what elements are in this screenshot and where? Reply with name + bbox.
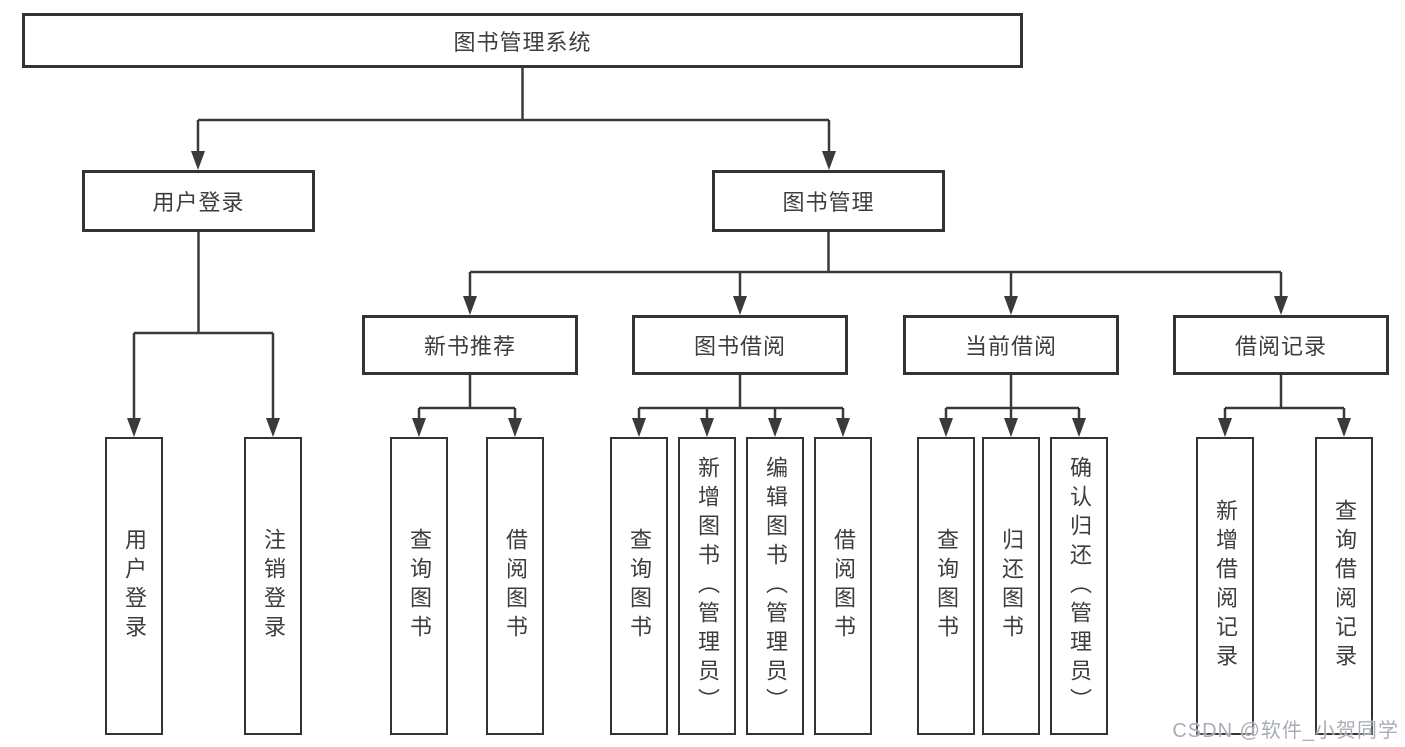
connector-user-login-to-leaves	[127, 232, 280, 437]
leaf-label: 查询借阅记录	[1332, 499, 1357, 673]
connector-book-borrow-to-leaves	[632, 375, 850, 437]
node-cb-return-book: 归还图书	[982, 437, 1040, 735]
node-book-borrow: 图书借阅	[632, 315, 848, 375]
leaf-label: 新增借阅记录	[1213, 499, 1238, 673]
leaf-label: 归还图书	[999, 528, 1024, 644]
leaf-label: 借阅图书	[503, 528, 528, 644]
node-cb-query-book: 查询图书	[917, 437, 975, 735]
node-user-login-action: 用户登录	[105, 437, 163, 735]
leaf-label: 新增图书（管理员）	[695, 455, 720, 717]
csdn-watermark: CSDN @软件_小贺同学	[1172, 720, 1399, 742]
node-nbr-query-book: 查询图书	[390, 437, 448, 735]
node-bb-query-book: 查询图书	[610, 437, 668, 735]
node-br-add-record: 新增借阅记录	[1196, 437, 1254, 735]
connector-book-management-to-level3	[463, 232, 1288, 315]
leaf-label: 编辑图书（管理员）	[763, 455, 788, 717]
connector-root-to-level2	[191, 68, 836, 170]
node-current-borrow: 当前借阅	[903, 315, 1119, 375]
node-bb-borrow-book: 借阅图书	[814, 437, 872, 735]
node-logout-action: 注销登录	[244, 437, 302, 735]
node-br-query-record: 查询借阅记录	[1315, 437, 1373, 735]
leaf-label: 查询图书	[407, 528, 432, 644]
node-new-book-recommend: 新书推荐	[362, 315, 578, 375]
leaf-label: 借阅图书	[831, 528, 856, 644]
node-user-login: 用户登录	[82, 170, 315, 232]
connector-current-borrow-to-leaves	[939, 375, 1086, 437]
node-book-management: 图书管理	[712, 170, 945, 232]
node-bb-add-book: 新增图书（管理员）	[678, 437, 736, 735]
connector-borrow-records-to-leaves	[1218, 375, 1351, 437]
leaf-label: 查询图书	[627, 528, 652, 644]
node-bb-edit-book: 编辑图书（管理员）	[746, 437, 804, 735]
node-cb-confirm-return: 确认归还（管理员）	[1050, 437, 1108, 735]
leaf-label: 确认归还（管理员）	[1067, 455, 1092, 717]
leaf-label: 查询图书	[934, 528, 959, 644]
leaf-label: 注销登录	[261, 528, 286, 644]
node-borrow-records: 借阅记录	[1173, 315, 1389, 375]
leaf-label: 用户登录	[122, 528, 147, 644]
node-root: 图书管理系统	[22, 13, 1023, 68]
connector-new-book-recommend-to-leaves	[412, 375, 522, 437]
node-nbr-borrow-book: 借阅图书	[486, 437, 544, 735]
